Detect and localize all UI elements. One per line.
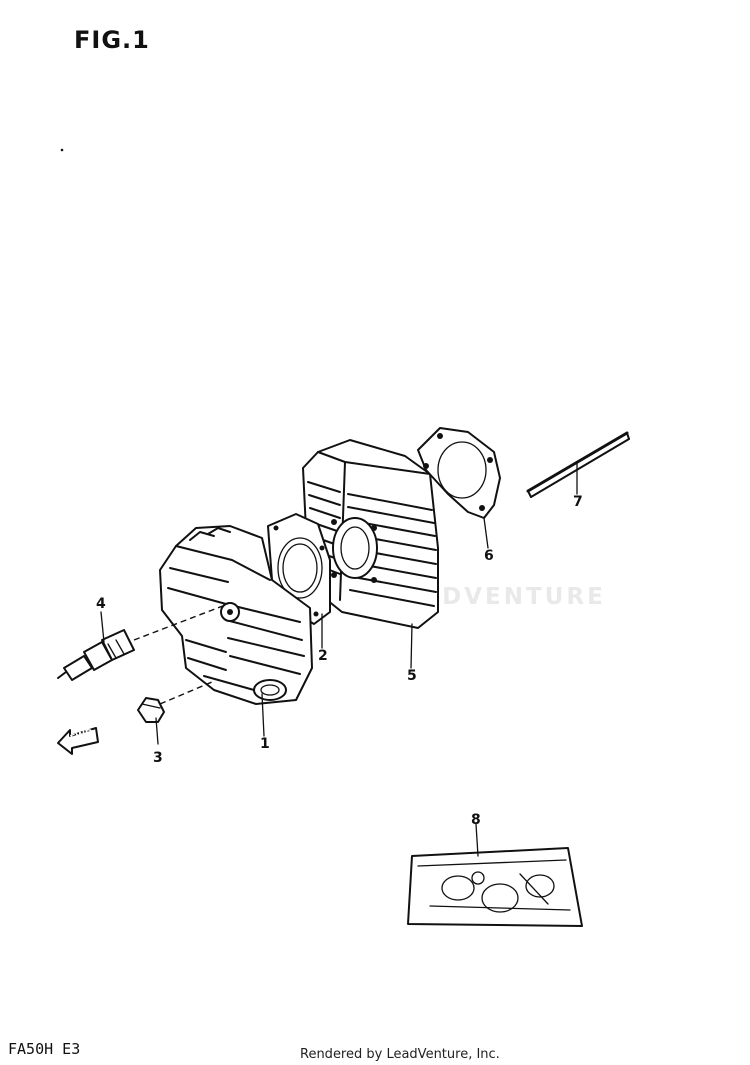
callout-5: 5 bbox=[407, 668, 417, 684]
callout-6: 6 bbox=[484, 548, 494, 564]
stud-bolt-part-7[interactable] bbox=[526, 431, 630, 498]
callout-4: 4 bbox=[96, 596, 106, 612]
spark-plug-part-4[interactable] bbox=[57, 603, 229, 681]
callout-7: 7 bbox=[573, 494, 583, 510]
callout-2: 2 bbox=[318, 648, 328, 664]
stray-dot bbox=[60, 148, 64, 152]
callout-leaders bbox=[100, 461, 578, 857]
forward-direction-arrow bbox=[57, 727, 99, 755]
callout-1: 1 bbox=[260, 736, 270, 752]
gasket-set-part-8[interactable] bbox=[407, 847, 583, 927]
cap-nut-part-3[interactable] bbox=[137, 681, 213, 723]
base-gasket-part-6[interactable] bbox=[417, 427, 501, 519]
figure-title: FIG.1 bbox=[74, 26, 150, 54]
callout-3: 3 bbox=[153, 750, 163, 766]
render-credit: Rendered by LeadVenture, Inc. bbox=[300, 1047, 500, 1062]
model-code: FA50H E3 bbox=[8, 1040, 81, 1058]
callout-8: 8 bbox=[471, 812, 481, 828]
